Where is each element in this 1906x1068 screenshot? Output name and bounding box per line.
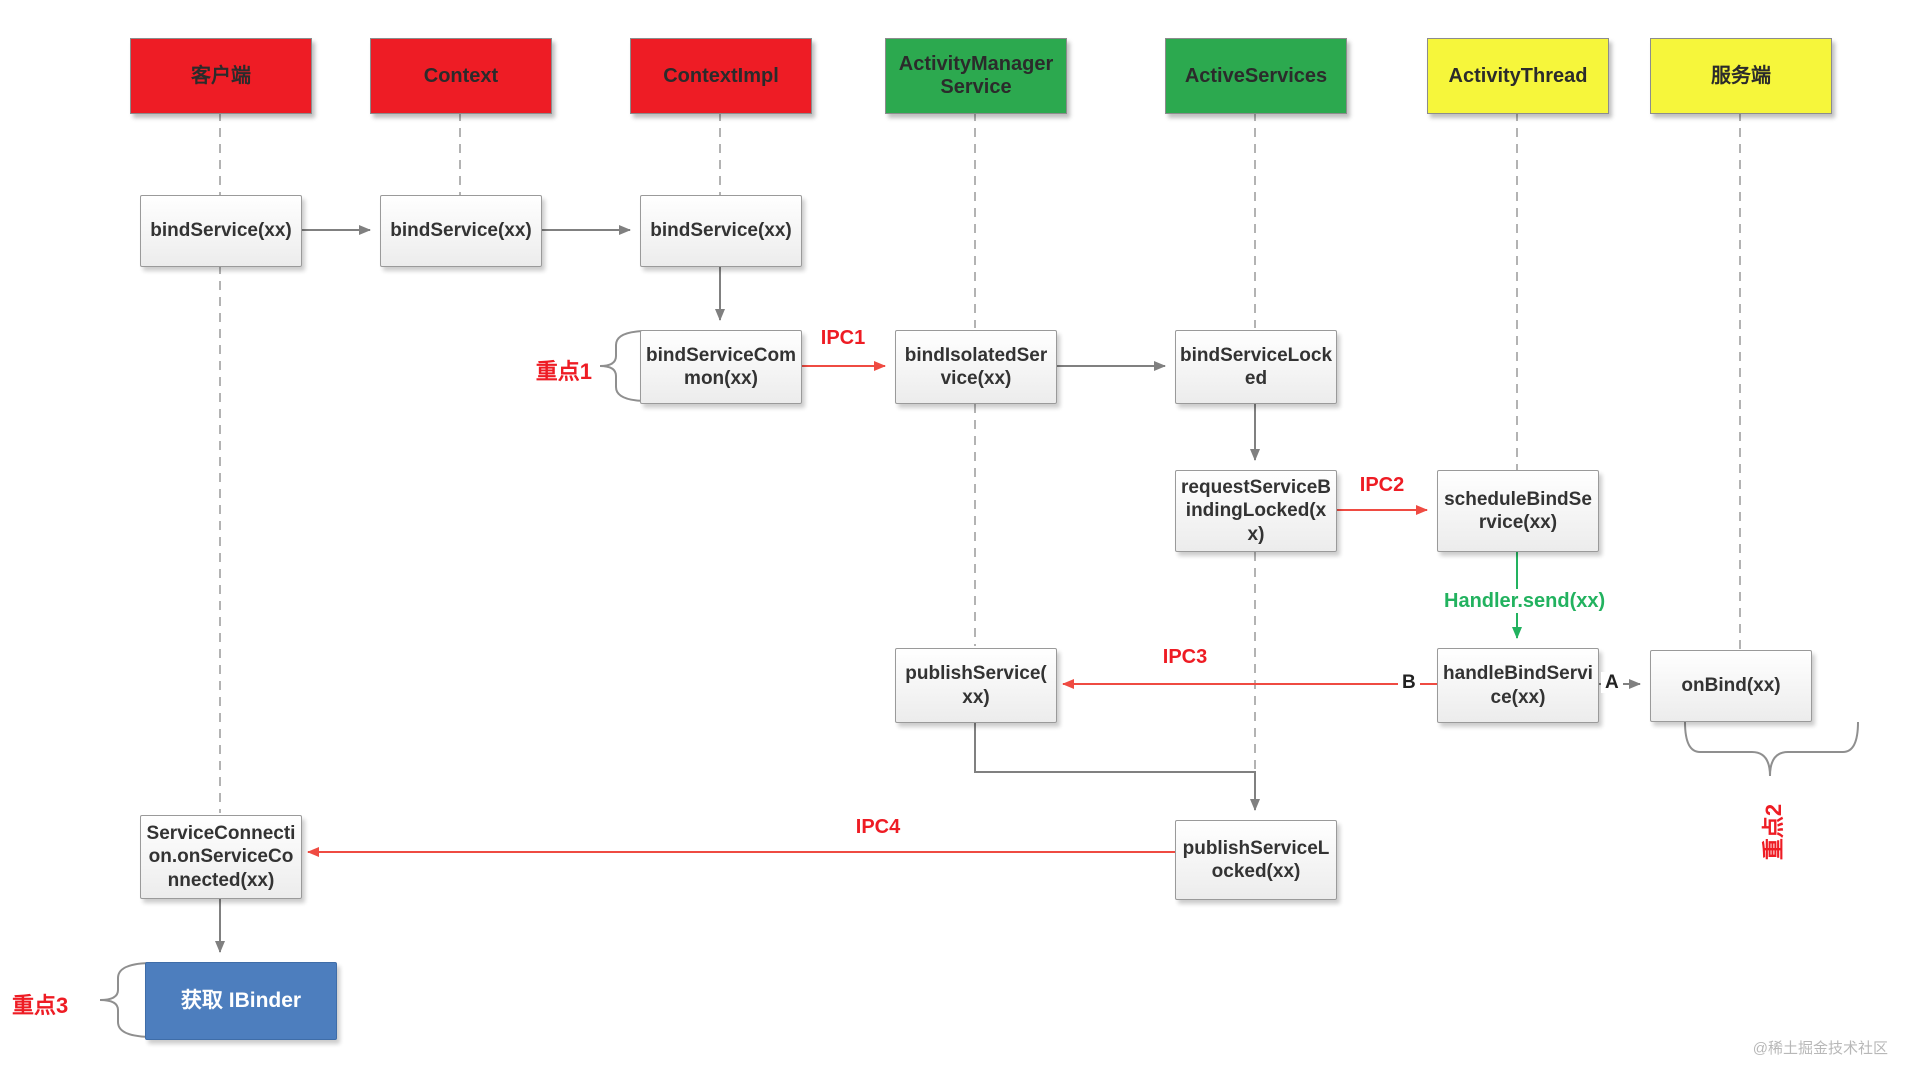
node-bindservice-context: bindService(xx) <box>380 195 542 267</box>
node-bindservicelocked: bindServiceLock ed <box>1175 330 1337 404</box>
brace-note2 <box>1684 721 1859 777</box>
lane-header-client: 客户端 <box>130 38 312 114</box>
label-ipc2: IPC2 <box>1359 474 1405 496</box>
lane-label: Context <box>423 64 499 87</box>
node-bindservicecommon: bindServiceCom mon(xx) <box>640 330 802 404</box>
brace-note3 <box>99 962 154 1038</box>
watermark: @稀土掘金技术社区 <box>1752 1040 1888 1057</box>
label-a: A <box>1601 672 1623 693</box>
annotation-note1: 重点1 <box>535 359 592 384</box>
lane-label: 服务端 <box>1711 64 1771 87</box>
red-connectors <box>307 361 1437 857</box>
annotation-note3: 重点3 <box>12 993 69 1018</box>
label-ipc3: IPC3 <box>1162 646 1208 668</box>
lane-header-contextimpl: ContextImpl <box>630 38 812 114</box>
node-onbind: onBind(xx) <box>1650 650 1812 722</box>
lane-label: ActivityManager Service <box>898 53 1054 98</box>
node-handlebindservice: handleBindServi ce(xx) <box>1437 648 1599 723</box>
node-bindservice-contextimpl: bindService(xx) <box>640 195 802 267</box>
lane-label: ContextImpl <box>663 64 779 87</box>
label-b: B <box>1398 672 1420 693</box>
lane-header-activitythread: ActivityThread <box>1427 38 1609 114</box>
lane-header-activeservices: ActiveServices <box>1165 38 1347 114</box>
label-ipc4: IPC4 <box>855 816 901 838</box>
lane-header-server: 服务端 <box>1650 38 1832 114</box>
annotation-note2: 重点2 <box>1761 803 1786 861</box>
node-bindisolatedservice: bindIsolatedSer vice(xx) <box>895 330 1057 404</box>
node-publishservice: publishService( xx) <box>895 648 1057 723</box>
label-ipc1: IPC1 <box>820 327 866 349</box>
lane-header-activitymanagerservice: ActivityManager Service <box>885 38 1067 114</box>
lane-header-context: Context <box>370 38 552 114</box>
node-bindservice-client: bindService(xx) <box>140 195 302 267</box>
node-serviceconnection: ServiceConnecti on.onServiceCo nnected(x… <box>140 815 302 899</box>
lane-label: ActivityThread <box>1448 64 1588 87</box>
elbow-publishservice-to-publishservicelocked <box>974 721 1260 811</box>
node-schedulebindservice: scheduleBindSe rvice(xx) <box>1437 470 1599 552</box>
lane-label: ActiveServices <box>1184 64 1328 87</box>
lane-label: 客户端 <box>191 64 251 87</box>
lifelines <box>219 112 1741 813</box>
node-publishservicelocked: publishServiceL ocked(xx) <box>1175 820 1337 900</box>
label-handler-send: Handler.send(xx) <box>1440 589 1610 613</box>
node-get-ibinder: 获取 IBinder <box>145 962 337 1040</box>
node-requestservicebindinglocked: requestServiceB indingLocked(x x) <box>1175 470 1337 552</box>
braces <box>99 330 1859 1038</box>
brace-note1 <box>599 330 649 402</box>
